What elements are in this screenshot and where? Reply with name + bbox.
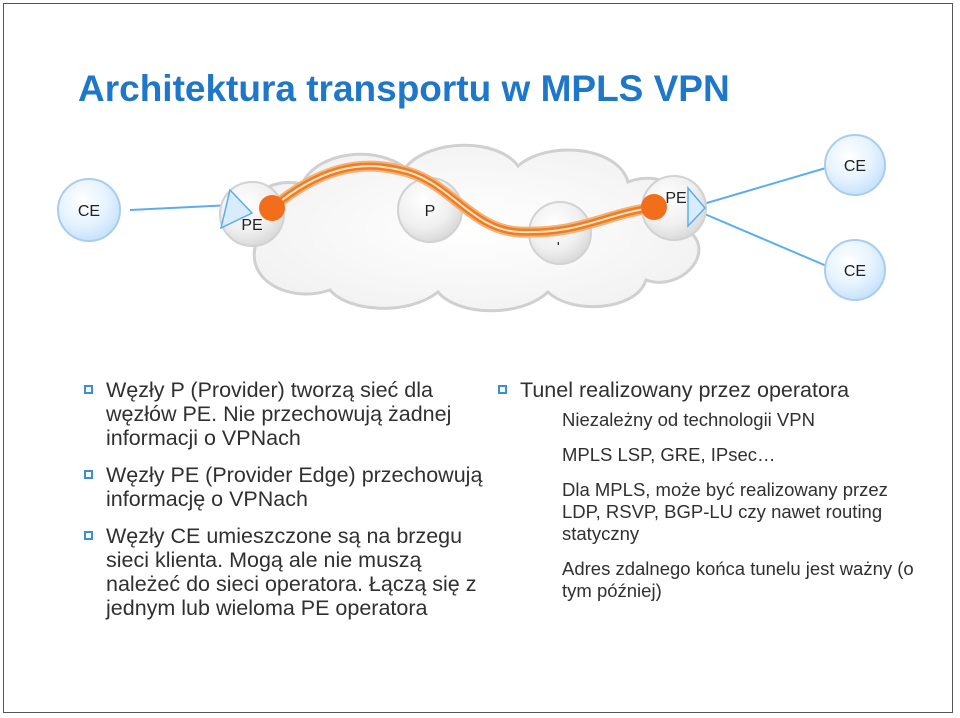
node-ce-bottom-right-label: CE [844, 263, 866, 280]
right-bullet-list: Tunel realizowany przez operatora Niezal… [498, 378, 928, 615]
bullet-square-icon [84, 470, 93, 479]
sub-list-item: Niezależny od technologii VPN [562, 409, 815, 430]
bullet-text: Węzły CE umieszczone są na brzegu sieci … [106, 524, 477, 620]
left-bullet-list: Węzły P (Provider) tworzą sieć dla węzłó… [84, 378, 484, 633]
bullet-text: Węzły P (Provider) tworzą sieć dla węzłó… [106, 378, 452, 450]
bullet-text: Tunel realizowany przez operatora [520, 378, 850, 402]
bullet-square-icon [498, 385, 507, 394]
list-item: Węzły PE (Provider Edge) przechowują inf… [84, 463, 484, 511]
link-pe-ce-bottom [699, 211, 837, 271]
list-item: Węzły CE umieszczone są na brzegu sieci … [84, 524, 484, 620]
tunnel-endpoint-right [641, 194, 667, 220]
vpn-tunnel [266, 160, 656, 238]
node-p-mid-label: P [425, 203, 436, 220]
page-title: Architektura transportu w MPLS VPN [78, 68, 730, 109]
link-pe-ce-top [699, 164, 837, 206]
list-item: Węzły P (Provider) tworzą sieć dla węzłó… [84, 378, 484, 450]
node-ce-bottom-right: CE [824, 239, 886, 301]
tunnel-endpoint-left [259, 195, 285, 221]
node-ce-top-right-label: CE [844, 158, 866, 175]
sub-list-item: Adres zdalnego końca tunelu jest ważny (… [562, 558, 914, 601]
node-pe-left-label: PE [241, 217, 262, 234]
slide-frame [3, 3, 953, 713]
link-ce-pe-left [129, 204, 233, 211]
bullet-square-icon [84, 531, 93, 540]
node-ce-top-right: CE [824, 134, 886, 196]
node-ce-left-label: CE [78, 203, 100, 220]
provider-cloud [245, 143, 701, 313]
list-item: Tunel realizowany przez operatora [498, 378, 928, 402]
node-pe-right-label: PE [665, 190, 686, 207]
bullet-square-icon [84, 385, 93, 394]
sub-list-item: Dla MPLS, może być realizowany przez LDP… [562, 479, 888, 544]
sub-list-item: MPLS LSP, GRE, IPsec… [562, 444, 776, 465]
node-ce-left: CE [57, 178, 121, 242]
bullet-text: Węzły PE (Provider Edge) przechowują inf… [106, 463, 483, 511]
